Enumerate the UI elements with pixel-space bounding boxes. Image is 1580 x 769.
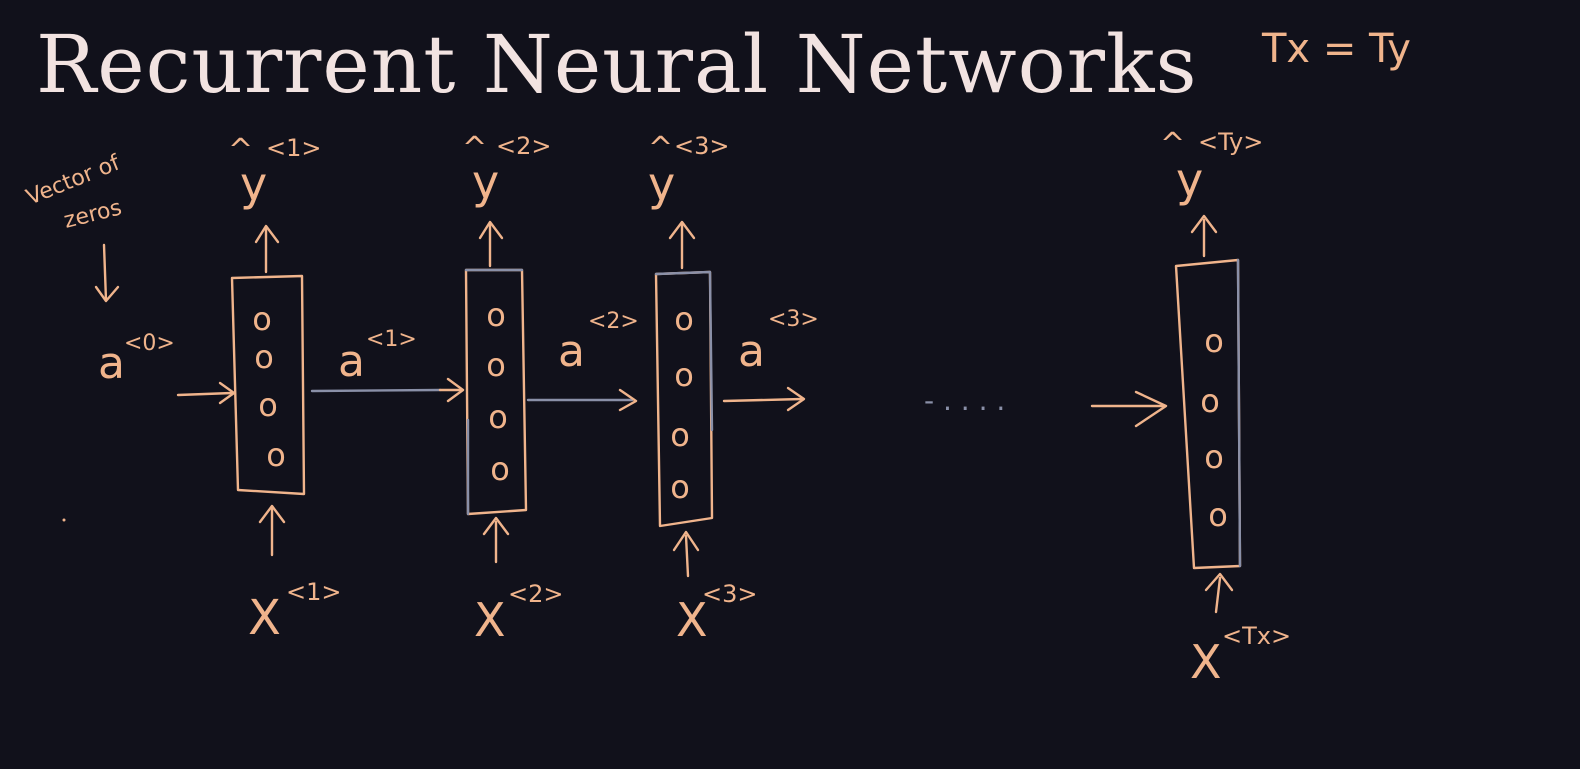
cell-1-unit: o xyxy=(258,386,278,424)
cell-1-box xyxy=(230,274,306,496)
cell-3-unit: o xyxy=(670,416,690,454)
cell-T-unit: o xyxy=(1204,322,1224,360)
down-arrow-zeros xyxy=(94,243,120,303)
label-a3-sup: <3> xyxy=(768,307,819,332)
cell-T-unit: o xyxy=(1208,496,1228,534)
label-a3-base: a xyxy=(738,326,765,377)
output-y2-hat: ^ xyxy=(462,131,487,166)
input-x3: X <3> xyxy=(676,580,758,647)
cell-2-unit: o xyxy=(490,450,510,488)
output-yT-hat: ^ xyxy=(1160,127,1185,162)
output-yT-base: y xyxy=(1176,153,1203,207)
label-a2-sup: <2> xyxy=(588,309,639,334)
cell-3-unit: o xyxy=(674,356,694,394)
arrow-cell3-out xyxy=(722,386,806,412)
output-yT: ^ y <Ty> xyxy=(1160,127,1263,207)
sequence-length-annotation: Tx = Ty xyxy=(1261,26,1411,72)
label-a1-sup: <1> xyxy=(366,327,417,352)
rnn-cell-2: o o o o xyxy=(464,268,528,516)
arrow-cell2-to-cell3 xyxy=(526,388,638,412)
page-title: Recurrent Neural Networks xyxy=(36,18,1198,111)
cell-1-unit: o xyxy=(266,436,286,474)
input-xT-sup: <Tx> xyxy=(1222,622,1291,650)
cell-3-unit: o xyxy=(670,468,690,506)
arrow-a0-to-cell1 xyxy=(176,381,236,405)
arrow-cellT-to-yT xyxy=(1190,214,1218,258)
cell-2-unit: o xyxy=(486,296,506,334)
input-x1-base: X xyxy=(248,590,281,646)
cell-2-unit: o xyxy=(486,346,506,384)
output-y2-sup: <2> xyxy=(496,132,552,160)
ellipsis: - . . . . xyxy=(924,384,1005,417)
arrow-cell1-to-cell2 xyxy=(310,377,465,403)
output-y1-sup: <1> xyxy=(266,134,322,162)
output-y3: ^ y <3> xyxy=(648,131,730,211)
input-x2-base: X xyxy=(474,593,506,647)
output-y2: ^ y <2> xyxy=(462,131,552,209)
label-a0: a <0> xyxy=(98,331,175,389)
cell-1-unit: o xyxy=(252,300,272,338)
cell-T-unit: o xyxy=(1200,382,1220,420)
output-y3-sup: <3> xyxy=(674,132,730,160)
input-x1-sup: <1> xyxy=(286,578,342,606)
arrow-xT-to-cellT xyxy=(1204,572,1234,614)
arrow-x1-to-cell1 xyxy=(258,504,286,557)
output-y1-base: y xyxy=(240,157,267,211)
arrow-cell3-to-y3 xyxy=(668,220,696,270)
label-a1-base: a xyxy=(338,336,365,387)
rnn-cell-1: o o o o xyxy=(230,274,306,496)
label-a0-sup: <0> xyxy=(124,331,175,356)
label-a2-base: a xyxy=(558,326,585,377)
input-x1: X <1> xyxy=(248,578,342,646)
output-y3-hat: ^ xyxy=(648,131,673,166)
arrow-cell1-to-y1 xyxy=(254,224,280,274)
input-xT: X <Tx> xyxy=(1190,622,1291,689)
label-a1: a <1> xyxy=(338,327,417,387)
stray-dot xyxy=(62,518,66,522)
label-a0-base: a xyxy=(98,338,125,389)
output-y1-hat: ^ xyxy=(228,133,253,168)
input-xT-base: X xyxy=(1190,635,1222,689)
rnn-cell-T: o o o o xyxy=(1174,258,1242,570)
output-yT-sup: <Ty> xyxy=(1198,128,1263,156)
input-x2: X <2> xyxy=(474,580,564,647)
input-x3-sup: <3> xyxy=(702,580,758,608)
arrow-to-cell-T xyxy=(1090,390,1168,428)
arrow-x2-to-cell2 xyxy=(482,516,510,564)
note-vector-of-zeros-line2: zeros xyxy=(61,195,124,233)
cell-3-unit: o xyxy=(674,300,694,338)
arrow-x3-to-cell3 xyxy=(672,530,700,578)
input-x2-sup: <2> xyxy=(508,580,564,608)
input-x3-base: X xyxy=(676,593,708,647)
cell-1-unit: o xyxy=(254,338,274,376)
cell-2-unit: o xyxy=(488,398,508,436)
rnn-cell-3: o o o o xyxy=(654,270,714,528)
output-y3-base: y xyxy=(648,157,675,211)
output-y1: ^ y <1> xyxy=(228,133,322,211)
label-a3: a <3> xyxy=(738,307,819,377)
arrow-cell2-to-y2 xyxy=(478,220,504,268)
cell-T-unit: o xyxy=(1204,438,1224,476)
label-a2: a <2> xyxy=(558,309,639,377)
output-y2-base: y xyxy=(472,155,499,209)
